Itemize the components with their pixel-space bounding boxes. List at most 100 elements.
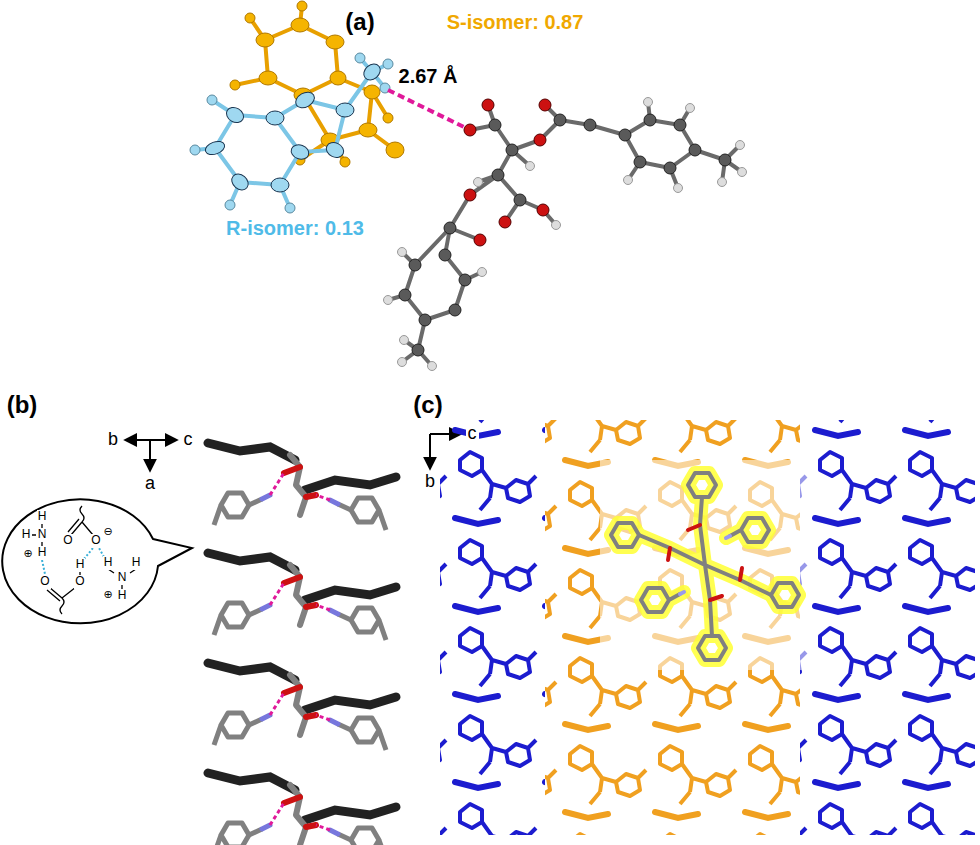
s-isomer-molecule: [340, 157, 350, 167]
axis-label: b: [106, 430, 120, 450]
speech-bubble: [2, 499, 192, 623]
speech-bubble: [108, 569, 136, 590]
highlighted-molecules: [639, 497, 771, 636]
anion-molecule: [539, 99, 551, 111]
axis-arrows: [149, 440, 151, 470]
s-isomer-molecule: [383, 113, 393, 123]
s-isomer-molecule: [259, 71, 277, 85]
highlighted-molecules: [680, 536, 730, 594]
panel-label: (b): [5, 392, 40, 418]
r-isomer-molecule: [285, 203, 295, 213]
speech-bubble: [2, 499, 192, 623]
anion-molecule: [449, 304, 461, 316]
highlighted-molecules: [680, 536, 730, 594]
anion-molecule: [689, 144, 701, 156]
highlighted-molecules: [600, 460, 810, 670]
axis-label: c: [182, 430, 195, 450]
r-isomer-molecule: [225, 200, 235, 210]
anion-molecule: [409, 259, 421, 271]
anion-molecule: [464, 189, 476, 201]
r-isomer-molecule: [229, 171, 252, 193]
anion-molecule: [428, 362, 437, 371]
s-isomer-molecule: [230, 1, 404, 167]
charge-sign: ⊕: [22, 547, 33, 559]
axis-arrows: [150, 439, 176, 441]
anion-molecule: [384, 296, 393, 305]
s-isomer-molecule: [326, 35, 344, 49]
anion-molecule: [584, 119, 596, 131]
highlighted-molecules: [600, 460, 810, 670]
anion-molecule: [489, 119, 501, 131]
anion-molecule: [664, 162, 676, 174]
r-isomer-molecule: [336, 103, 354, 117]
anion-molecule: [644, 98, 653, 107]
anion-molecule: [534, 134, 546, 146]
highlighted-molecules: [611, 473, 799, 660]
anion-molecule: [482, 99, 494, 111]
anion-molecule: [439, 249, 451, 261]
r-isomer-molecule: [195, 58, 388, 208]
r-isomer-molecule: [271, 178, 289, 192]
anion-molecule: [537, 204, 549, 216]
anion-molecule: [719, 154, 731, 166]
highlighted-molecules: [611, 523, 639, 547]
r-isomer-molecule: [324, 140, 346, 160]
highlighted-molecules: [641, 588, 684, 612]
anion-molecule: [464, 99, 551, 246]
highlighted-molecules: [771, 583, 799, 607]
s-isomer-molecule: [291, 18, 309, 32]
anion-molecule: [478, 268, 487, 277]
highlighted-molecules: [730, 518, 769, 542]
atom-label: O: [39, 575, 50, 588]
highlighted-molecules: [668, 525, 742, 600]
anion-molecule: [459, 274, 471, 286]
anion-molecule: [738, 168, 747, 177]
speech-bubble: [32, 506, 136, 614]
hydrogen-bond: [388, 90, 466, 128]
anion-molecule: [499, 216, 511, 228]
anion-molecule: [474, 234, 486, 246]
atom-label: O: [90, 534, 101, 547]
anion-molecule: [674, 119, 686, 131]
anion-molecule: [526, 162, 535, 171]
highlighted-molecules: [688, 473, 716, 497]
hydrogen-bond-chain: [208, 663, 396, 750]
highlighted-molecules: [639, 497, 771, 636]
speech-bubble: [80, 506, 84, 522]
atom-label: O: [62, 534, 73, 547]
atom-label: H: [103, 556, 114, 569]
s-isomer-molecule: [256, 33, 274, 47]
anion-molecule: [399, 114, 731, 356]
axis-label: b: [423, 472, 437, 492]
anion-molecule: [686, 104, 695, 113]
s-isomer-molecule: [330, 71, 346, 85]
anion-molecule: [619, 129, 631, 141]
speech-bubble: [42, 548, 104, 574]
atom-label: N: [37, 528, 48, 541]
anion-molecule: [674, 184, 683, 193]
s-isomer-molecule: [364, 85, 380, 99]
r-isomer-molecule: [266, 111, 284, 125]
s-isomer-molecule: [297, 1, 307, 11]
anion-molecule: [384, 98, 747, 371]
charge-sign: ⊕: [102, 588, 113, 600]
r-isomer-molecule: [361, 61, 384, 83]
s-isomer-molecule: [245, 13, 255, 23]
axis-arrows: [126, 440, 176, 470]
hydrogen-bond-chain: [208, 443, 396, 530]
anion-molecule: [718, 178, 727, 187]
r-isomer-molecule: [383, 59, 393, 69]
anion-molecule: [464, 124, 476, 136]
hydrogen-bond-chain: [208, 553, 396, 640]
crystal-packing: [440, 420, 975, 835]
anion-molecule: [399, 289, 411, 301]
r-isomer-molecule: [190, 53, 393, 213]
isomer-label: R-isomer: 0.13: [224, 217, 366, 239]
crystal-packing: [440, 420, 545, 835]
atom-label: H: [117, 589, 128, 602]
anion-molecule: [474, 178, 483, 187]
highlighted-molecules: [641, 588, 680, 612]
atom-label: H: [37, 546, 48, 559]
